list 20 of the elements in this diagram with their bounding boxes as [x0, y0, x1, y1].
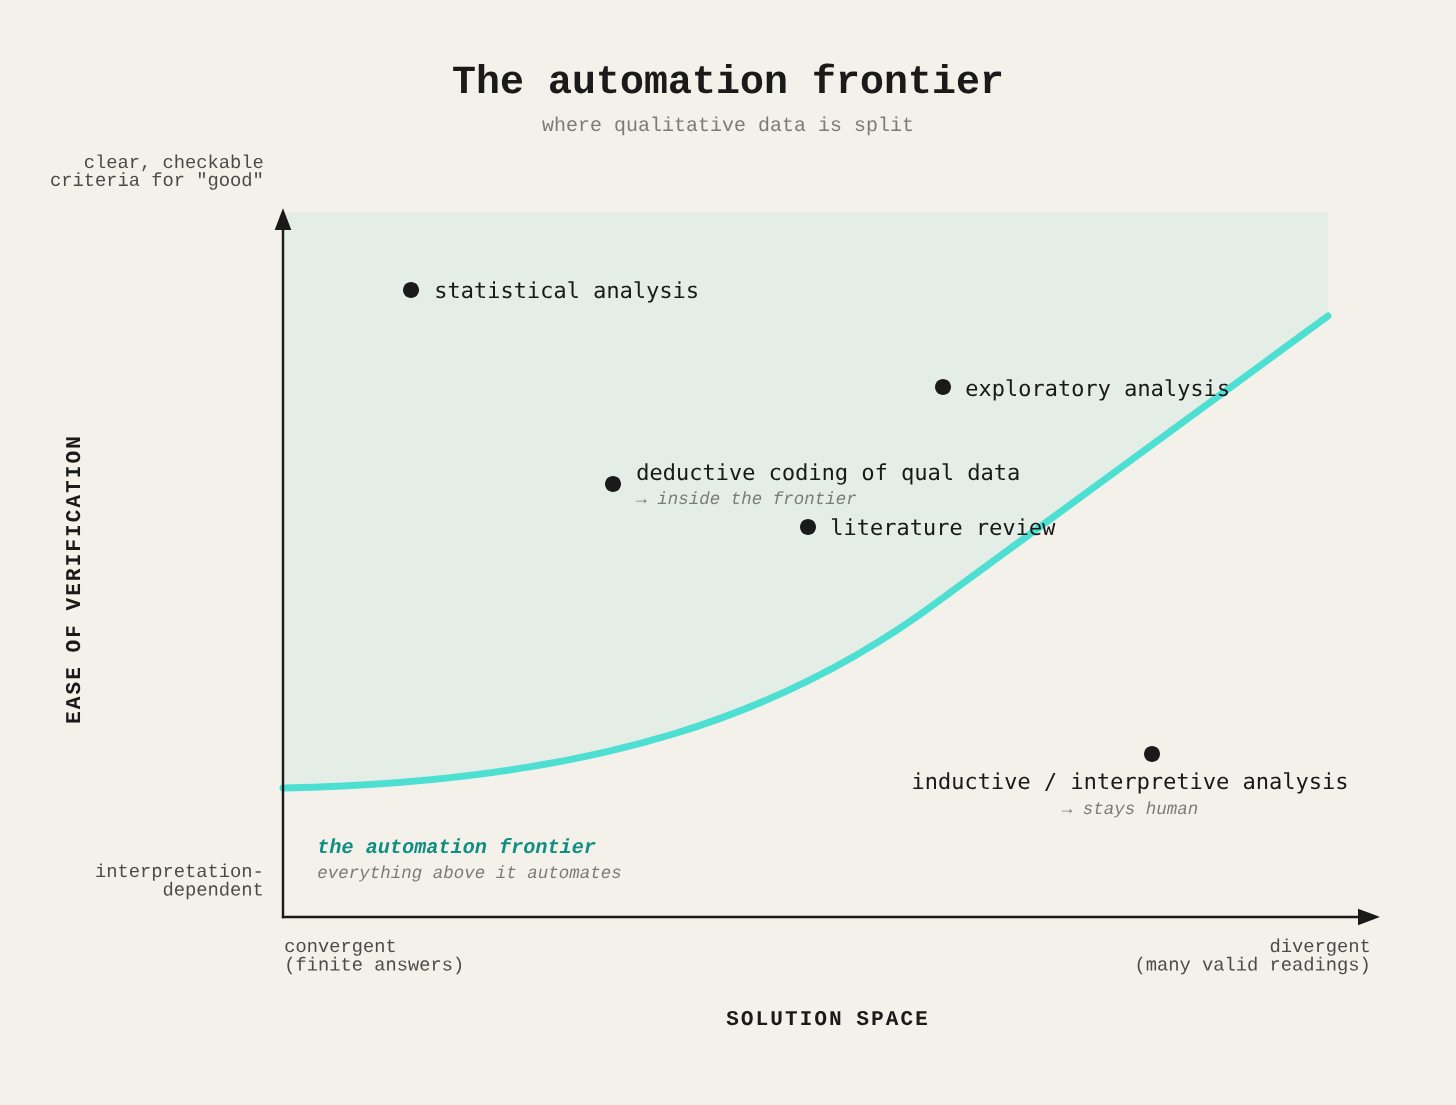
axis-title: SOLUTION SPACE — [726, 1010, 927, 1026]
dot-marker — [605, 476, 621, 492]
point-label: deductive coding of qual data — [637, 463, 1019, 485]
dot-marker — [403, 282, 419, 298]
axis-end-label: clear, checkable criteria for "good" — [51, 154, 263, 190]
point-label: inductive / interpretive analysis — [913, 772, 1347, 794]
note-text: → stays human — [1061, 801, 1198, 818]
axis-end-label: divergent (many valid readings) — [1137, 938, 1369, 975]
note-text: → inside the frontier — [636, 491, 857, 505]
dot-marker — [800, 519, 816, 535]
title: The automation frontier — [453, 63, 1002, 94]
curve-label: the automation frontier — [319, 838, 596, 854]
axis-end-label: convergent (finite answers) — [285, 939, 462, 975]
dot-marker — [935, 379, 951, 395]
note-text: everything above it automates — [318, 865, 621, 882]
point-label: statistical analysis — [436, 281, 697, 303]
dot-marker — [1144, 746, 1160, 762]
subtitle: where qualitative data is split — [542, 116, 912, 136]
axis-end-label: interpretation-dependent — [96, 863, 262, 900]
axis-title: EASE OF VERIFICATION — [65, 437, 81, 723]
